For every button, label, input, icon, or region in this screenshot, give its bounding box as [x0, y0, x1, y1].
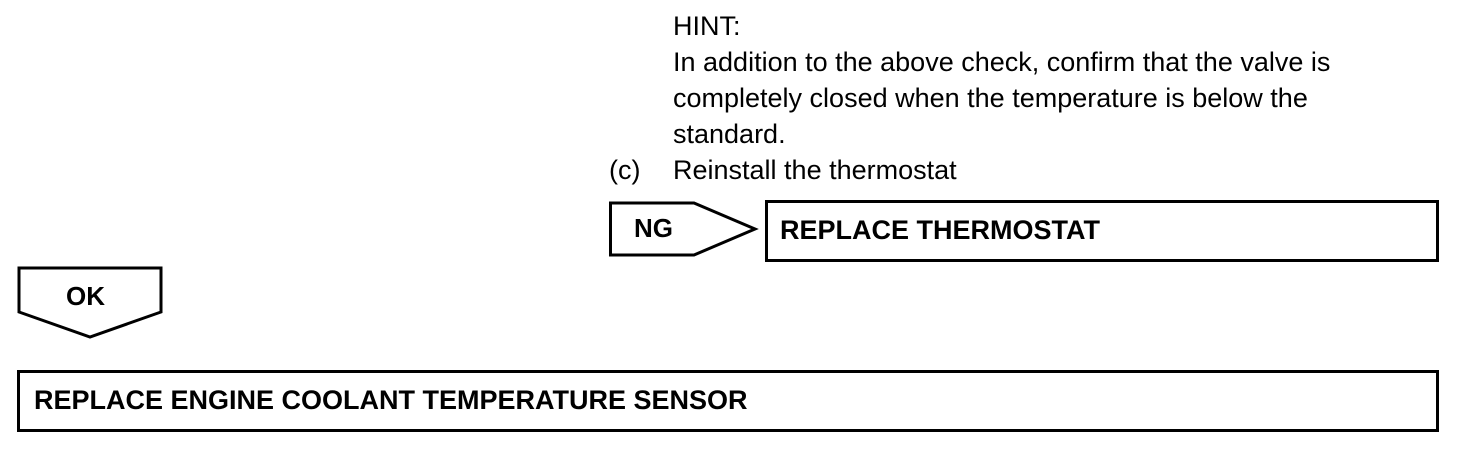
hint-block: HINT: In addition to the above check, co… — [673, 8, 1453, 152]
step-marker: (c) — [609, 155, 641, 185]
hint-heading: HINT: — [673, 11, 741, 41]
replace-thermostat-box: REPLACE THERMOSTAT — [765, 200, 1439, 262]
hint-line-2: completely closed when the temperature i… — [673, 83, 1308, 113]
ng-label: NG — [634, 213, 673, 243]
ng-arrow-icon — [609, 201, 759, 257]
replace-sensor-box: REPLACE ENGINE COOLANT TEMPERATURE SENSO… — [17, 370, 1439, 432]
hint-line-3: standard. — [673, 119, 786, 149]
step-text: Reinstall the thermostat — [673, 155, 957, 185]
replace-thermostat-text: REPLACE THERMOSTAT — [780, 215, 1100, 245]
replace-sensor-text: REPLACE ENGINE COOLANT TEMPERATURE SENSO… — [34, 385, 748, 415]
hint-line-1: In addition to the above check, confirm … — [673, 47, 1331, 77]
ok-arrow-icon — [17, 266, 163, 339]
ok-label: OK — [66, 281, 105, 311]
step-c: (c) Reinstall the thermostat — [609, 152, 957, 188]
